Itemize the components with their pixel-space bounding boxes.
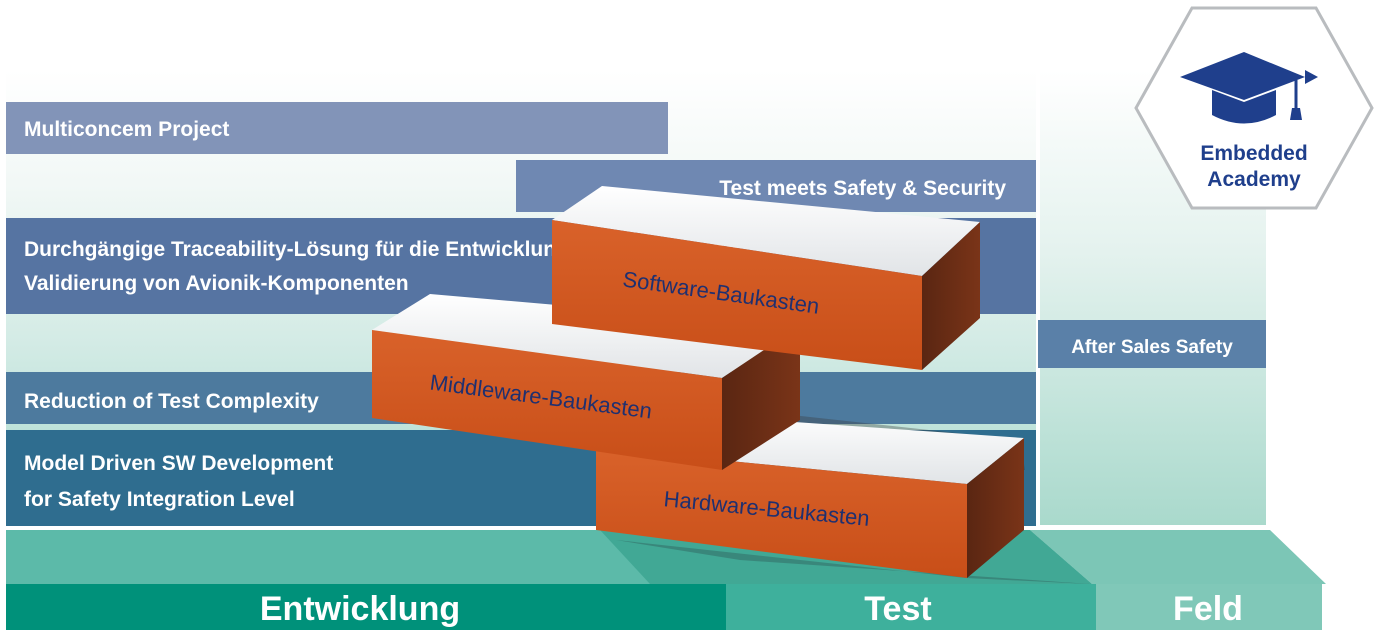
bar-label-model-driven-2: for Safety Integration Level bbox=[24, 488, 295, 511]
middleware-block: Middleware-Baukasten bbox=[372, 294, 800, 470]
bar-label-model-driven-1: Model Driven SW Development bbox=[24, 452, 333, 475]
bar-label-multiconcem: Multiconcem Project bbox=[24, 118, 229, 141]
bar-label-after-sales: After Sales Safety bbox=[1071, 337, 1233, 358]
embedded-academy-logo: Embedded Academy bbox=[1134, 6, 1374, 210]
phase-label-development: Entwicklung bbox=[260, 590, 460, 628]
phase-bar-field bbox=[1096, 584, 1322, 630]
floor-field bbox=[1030, 530, 1326, 584]
bar-multiconcem bbox=[6, 102, 668, 154]
logo-text-line2: Academy bbox=[1207, 168, 1301, 191]
bar-label-reduction: Reduction of Test Complexity bbox=[24, 390, 319, 413]
graduation-cap-icon bbox=[1180, 52, 1318, 124]
bar-label-test-safety: Test meets Safety & Security bbox=[719, 177, 1006, 200]
bar-after-sales bbox=[1038, 320, 1266, 368]
logo-text-line1: Embedded bbox=[1200, 142, 1307, 165]
phase-bar-test bbox=[726, 584, 1096, 630]
bar-label-traceability-2: Validierung von Avionik-Komponenten bbox=[24, 272, 409, 295]
phase-label-field: Feld bbox=[1173, 590, 1243, 628]
phase-label-test: Test bbox=[864, 590, 931, 628]
software-block: Software-Baukasten bbox=[552, 186, 980, 370]
hardware-block: Hardware-Baukasten bbox=[596, 412, 1024, 578]
phase-bar-development bbox=[6, 584, 726, 630]
